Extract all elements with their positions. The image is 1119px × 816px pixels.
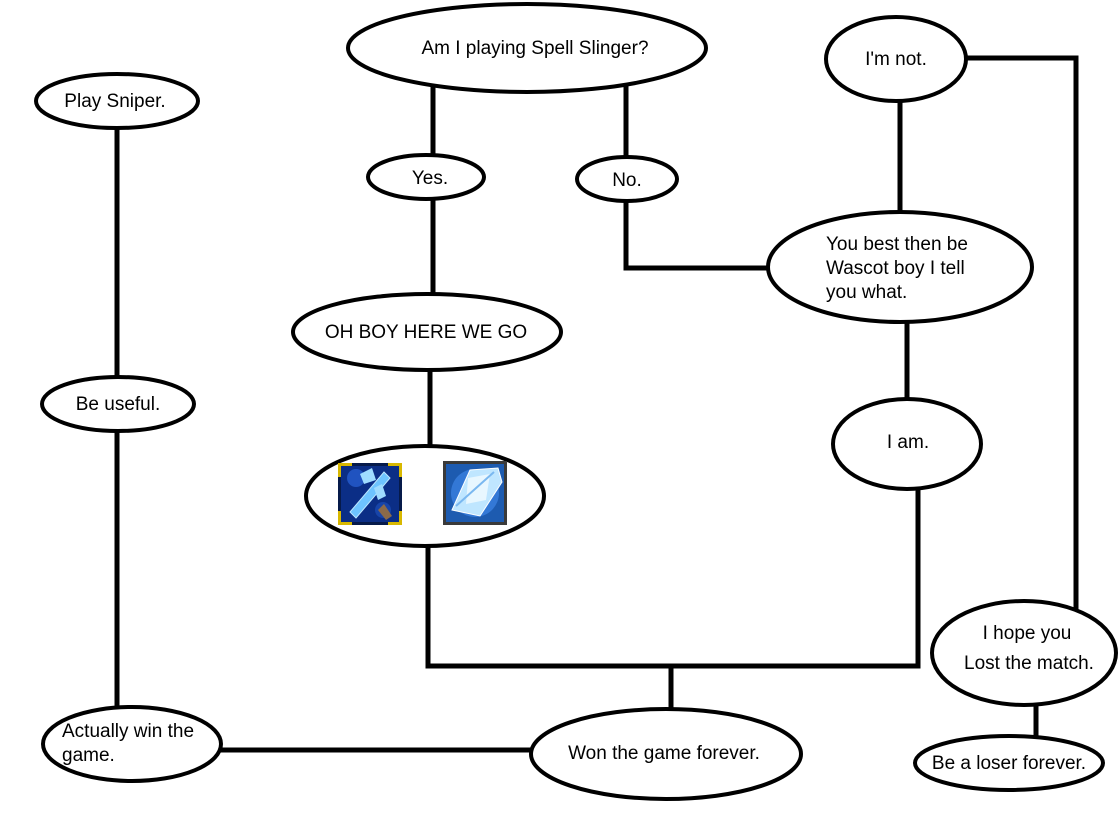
connectors [114,55,1079,753]
yes-label: Yes. [412,168,448,189]
be-useful-node: Be useful. [40,375,196,433]
question-label: Am I playing Spell Slinger? [421,38,648,59]
wascot-line-3: you what. [826,282,907,303]
ice-crystal-item-icon [443,461,507,525]
im-not-label: I'm not. [865,49,927,70]
won-forever-node: Won the game forever. [529,707,803,801]
blue-staff-item-icon [338,463,402,525]
question-node: Am I playing Spell Slinger? [346,2,708,94]
won-forever-label: Won the game forever. [568,743,760,764]
im-not-node: I'm not. [824,15,968,103]
connector-imnot-hope [965,55,1079,611]
play-sniper-label: Play Sniper. [64,91,165,112]
actually-win-line-1: Actually win the [62,721,194,742]
actually-win-line-2: game. [62,745,115,766]
wascot-line-1: You best then be [826,234,968,255]
wascot-line-2: Wascot boy I tell [826,258,965,279]
hope-lost-line-1: I hope you [983,623,1072,644]
play-sniper-node: Play Sniper. [34,72,200,130]
i-am-label: I am. [887,432,929,453]
hope-lost-node: I hope you Lost the match. [930,599,1118,707]
wascot-node: You best then be Wascot boy I tell you w… [766,210,1034,324]
loser-forever-node: Be a loser forever. [913,734,1105,792]
i-am-node: I am. [831,397,983,491]
loser-forever-label: Be a loser forever. [932,753,1086,774]
yes-node: Yes. [366,153,486,201]
oh-boy-label: OH BOY HERE WE GO [325,322,527,343]
no-node: No. [575,155,679,203]
hope-lost-line-2: Lost the match. [964,653,1094,674]
actually-win-node: Actually win the game. [41,705,223,783]
no-label: No. [612,170,642,191]
connector-no-wascot [623,195,773,271]
be-useful-label: Be useful. [76,394,161,415]
items-node [304,444,546,548]
oh-boy-node: OH BOY HERE WE GO [291,292,563,372]
